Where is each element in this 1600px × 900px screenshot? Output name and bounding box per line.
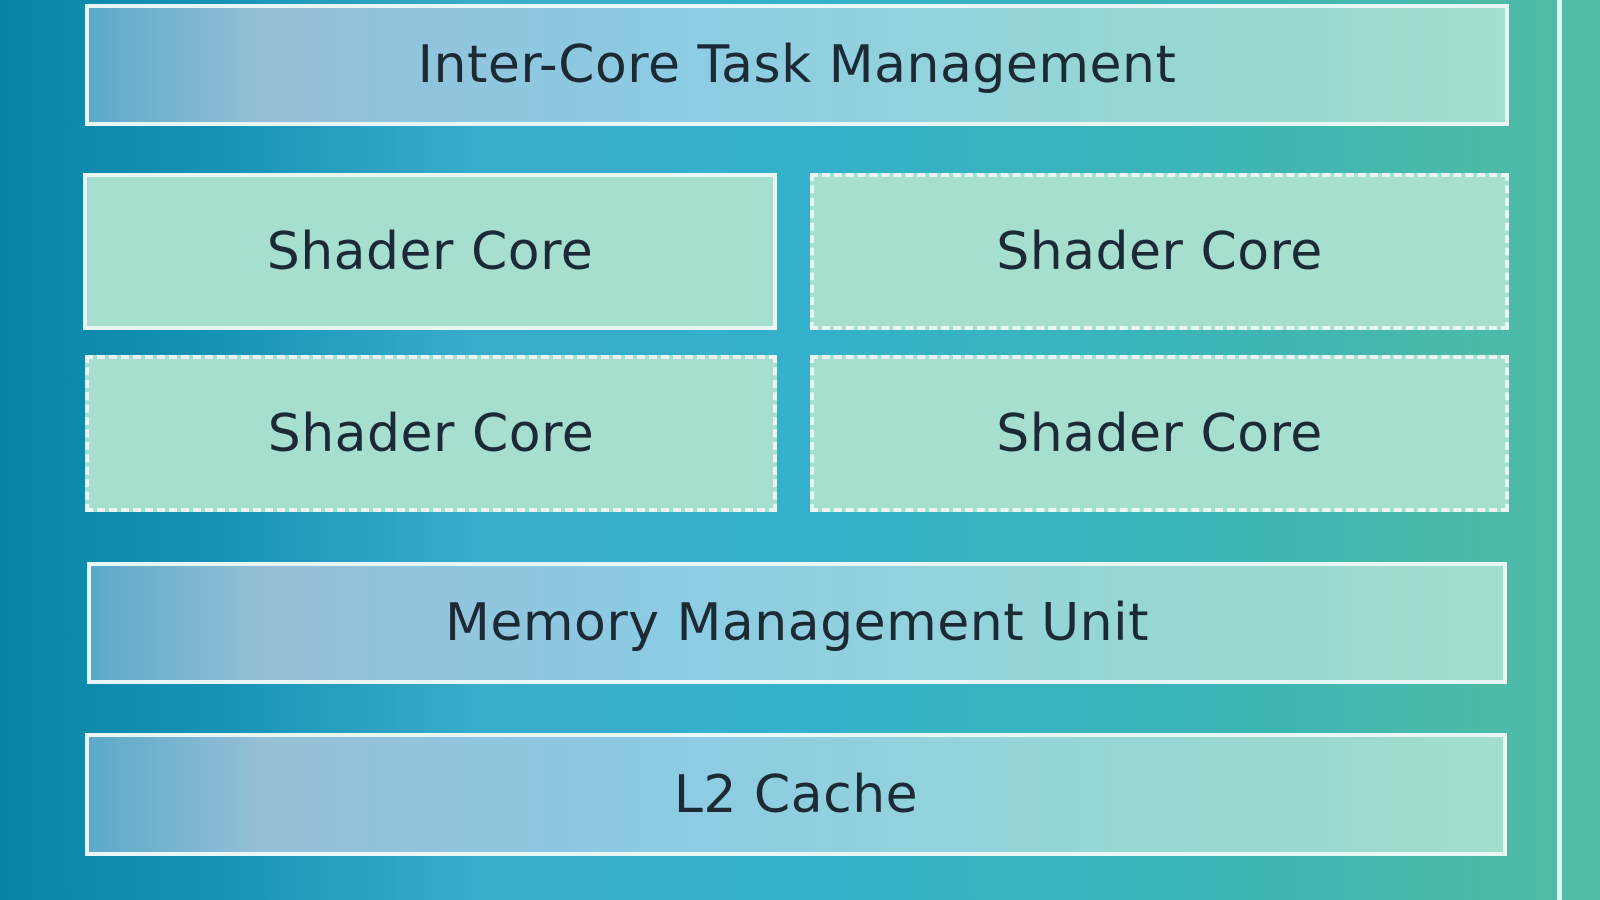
shader-core-label-2: Shader Core	[996, 221, 1323, 282]
memory-management-unit-block: Memory Management Unit	[87, 562, 1507, 684]
l2-cache-label: L2 Cache	[673, 764, 919, 825]
shader-core-label-1: Shader Core	[266, 221, 594, 282]
shader-core-label-4: Shader Core	[996, 403, 1323, 464]
shader-core-block-2: Shader Core	[810, 173, 1509, 330]
inter-core-task-management-block: Inter-Core Task Management	[85, 4, 1509, 126]
l2-cache-block: L2 Cache	[85, 733, 1507, 856]
right-border-line	[1557, 0, 1562, 900]
inter-core-task-management-label: Inter-Core Task Management	[417, 35, 1177, 95]
shader-core-label-3: Shader Core	[267, 403, 595, 464]
memory-management-unit-label: Memory Management Unit	[445, 593, 1149, 653]
shader-core-block-1: Shader Core	[83, 173, 777, 330]
shader-core-block-3: Shader Core	[85, 355, 777, 512]
shader-core-block-4: Shader Core	[810, 355, 1509, 512]
